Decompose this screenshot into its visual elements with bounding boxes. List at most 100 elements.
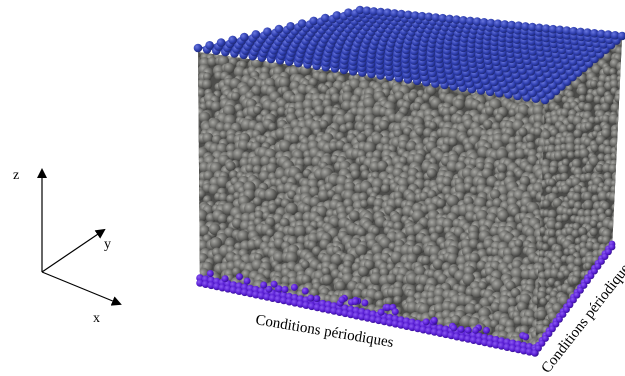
grain [442,185,453,197]
bottom-plate-sphere [290,283,298,291]
grain [436,198,446,208]
grain [440,340,453,353]
bottom-plate-sphere [430,316,438,324]
grain [614,164,622,173]
top-plate-sphere [297,19,307,28]
grain [210,290,223,303]
grain [560,149,569,158]
grain [238,309,249,320]
bottom-plate-sphere [559,311,567,318]
grain [270,338,281,349]
grain [429,353,438,355]
grain [565,142,576,154]
grain [335,280,346,292]
bottom-plate-sphere [584,277,591,285]
bottom-plate-sphere [577,287,584,294]
top-plate-sphere [583,28,592,37]
grain [587,333,598,344]
grain [404,345,417,355]
grain [302,338,313,349]
grain [495,113,504,123]
grain [245,349,258,355]
grain [240,348,251,355]
grain [198,345,203,355]
grain [225,324,237,336]
grain [603,354,613,355]
grain [612,346,621,354]
grain [377,160,388,172]
grain [610,152,619,161]
grain [601,337,612,348]
grain [277,106,287,116]
grain [592,242,602,252]
top-plate-sphere [321,13,330,23]
grain [448,348,459,355]
top-plate-sphere [216,38,226,47]
grain [617,207,622,216]
grain [614,180,622,191]
grain [583,209,593,218]
grain [607,304,617,315]
grain [571,276,580,285]
grain [331,93,341,104]
grain [614,248,622,257]
grain [256,354,266,355]
top-plate-sphere [286,22,295,31]
grain [582,191,593,202]
grain [586,356,594,364]
top-plate-sphere [424,12,434,22]
grain [609,310,621,322]
top-plate-sphere [576,27,585,37]
grain [358,266,369,277]
grain [223,317,233,328]
grain [217,346,229,355]
grain [415,126,425,136]
grain [442,218,454,230]
grain [198,209,208,222]
top-plate-sphere [535,23,544,33]
grain [210,305,220,316]
grain [593,332,603,342]
grain [574,237,583,245]
grain [616,349,622,355]
grain [566,123,575,132]
grain [451,350,464,355]
grain [510,354,522,355]
grain [326,350,336,355]
grain [293,306,305,318]
bottom-plate-sphere [391,308,399,316]
grain [314,352,326,355]
grain [602,349,611,355]
bottom-plate-sphere [338,296,346,304]
grain [371,349,380,355]
top-plate-sphere [548,24,558,34]
grain [198,305,203,315]
grain [617,24,625,32]
top-plate-sphere [205,41,214,50]
grain [581,357,589,365]
grain [490,302,501,313]
grain [378,119,390,131]
grain [273,251,285,264]
grain [364,352,375,355]
grain [589,227,598,237]
grain [586,338,596,348]
grain [317,189,330,202]
top-plate-sphere [569,26,578,36]
grain [277,351,287,355]
bottom-plate-sphere [275,285,283,293]
grain [254,299,265,310]
grain [541,130,552,141]
grain [266,162,278,175]
grain [618,356,625,363]
grain [200,319,211,331]
bottom-plate-sphere [563,306,570,313]
grain [238,303,248,313]
grain [231,91,241,101]
grain [539,297,548,306]
grain [609,342,620,353]
grain [286,337,298,349]
grain [217,311,229,323]
bottom-plate-sphere [522,333,530,341]
grain [578,226,588,236]
